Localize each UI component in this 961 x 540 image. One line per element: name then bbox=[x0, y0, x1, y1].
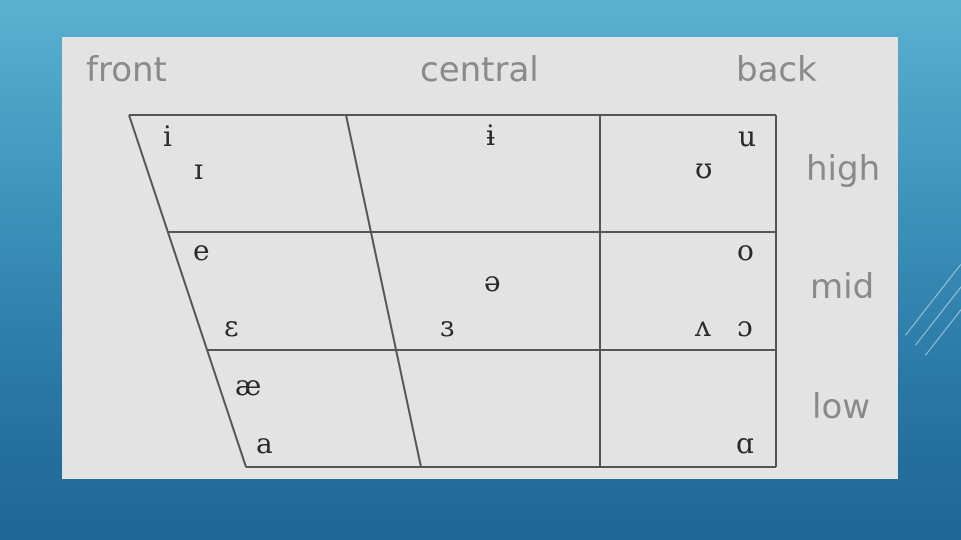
grid-line-front-central bbox=[345, 114, 422, 468]
vowel-e: e bbox=[193, 234, 210, 267]
column-header-central: central bbox=[420, 50, 539, 90]
grid-line-front-edge bbox=[128, 114, 247, 468]
vowel-ae: æ bbox=[235, 369, 262, 402]
vowel-script-a: ɑ bbox=[736, 427, 754, 460]
vowel-caret: ʌ bbox=[695, 310, 711, 343]
column-header-back: back bbox=[736, 50, 817, 90]
row-label-mid: mid bbox=[810, 267, 875, 307]
vowel-small-i: ɪ bbox=[194, 153, 203, 186]
vowel-chart-panel bbox=[62, 37, 898, 479]
vowel-reversed-epsilon: ɜ bbox=[440, 310, 455, 343]
vowel-o: o bbox=[737, 234, 754, 267]
row-label-high: high bbox=[806, 149, 881, 189]
vowel-u: u bbox=[738, 120, 757, 153]
vowel-open-o: ɔ bbox=[737, 310, 753, 343]
vowel-epsilon: ɛ bbox=[224, 310, 239, 343]
row-label-low: low bbox=[812, 387, 871, 427]
vowel-upsilon: ʊ bbox=[695, 152, 713, 185]
vowel-barred-i: ɨ bbox=[486, 119, 495, 152]
vowel-a: a bbox=[256, 427, 273, 460]
vowel-schwa: ə bbox=[484, 265, 501, 298]
vowel-i: i bbox=[163, 120, 172, 153]
column-header-front: front bbox=[86, 50, 167, 90]
